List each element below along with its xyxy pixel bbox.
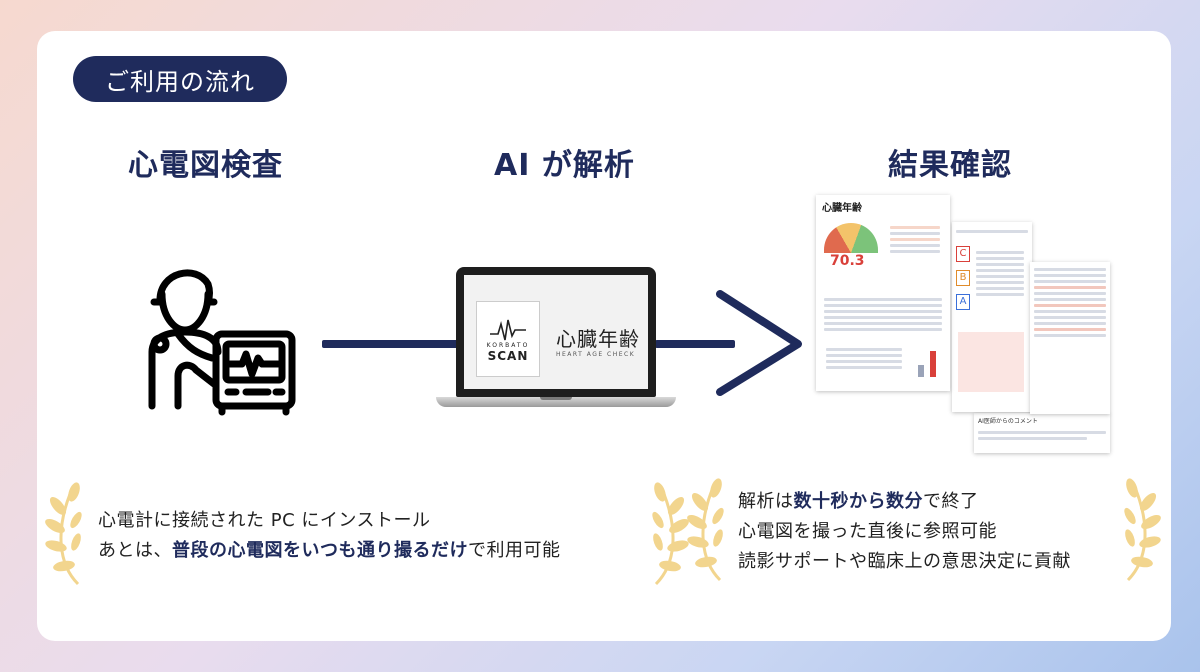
logo-text-top: KORBATO	[486, 341, 530, 349]
report-page-grades: C B A	[952, 222, 1032, 412]
caption-right-line1-post: で終了	[923, 491, 979, 512]
comment-title: AI医師からのコメント	[978, 418, 1038, 425]
grade-a: A	[956, 294, 970, 310]
person-ecg-icon	[148, 269, 296, 416]
caption-left-line2: あとは、普段の心電図をいつも通り撮るだけで利用可能	[98, 536, 561, 566]
laptop-screen: KORBATO SCAN 心臓年齢 HEART AGE CHECK	[456, 267, 656, 397]
caption-left-highlight: 普段の心電図をいつも通り撮るだけ	[172, 540, 468, 561]
laurel-left-2-icon	[687, 478, 724, 582]
grade-b: B	[956, 270, 970, 286]
laurel-right-small-icon	[652, 482, 689, 586]
pulse-logo-icon	[490, 319, 526, 340]
product-name: 心臓年齢	[556, 327, 640, 351]
grade-c: C	[956, 246, 970, 262]
caption-right-line1: 解析は数十秒から数分で終了	[738, 487, 1071, 517]
caption-left-line1: 心電計に接続された PC にインストール	[98, 510, 431, 531]
report-page-advice	[1030, 262, 1110, 414]
step-title-result: 結果確認	[888, 148, 1012, 183]
laurel-right-icon	[1124, 478, 1161, 582]
heart-age-value: 70.3	[830, 253, 865, 269]
product-subtitle: HEART AGE CHECK	[556, 351, 636, 358]
report-page-summary: 心臓年齢 70.3	[816, 195, 950, 391]
flow-arrow-icon	[716, 290, 802, 396]
section-title: ご利用の流れ	[73, 56, 287, 102]
laurel-left-icon	[45, 482, 82, 586]
caption-right-line1-pre: 解析は	[738, 491, 794, 512]
laptop-notch	[540, 397, 572, 400]
caption-right-line2: 心電図を撮った直後に参照可能	[738, 521, 997, 542]
laptop-display: KORBATO SCAN 心臓年齢 HEART AGE CHECK	[464, 275, 648, 389]
korbato-scan-logo: KORBATO SCAN	[476, 301, 540, 377]
step-title-ecg: 心電図検査	[128, 148, 283, 183]
caption-right-line3: 読影サポートや臨床上の意思決定に貢献	[738, 551, 1071, 572]
caption-left-line2-post: で利用可能	[468, 540, 561, 561]
report-title: 心臓年齢	[822, 203, 862, 214]
caption-right: 解析は数十秒から数分で終了 心電図を撮った直後に参照可能 読影サポートや臨床上の…	[738, 487, 1071, 577]
gauge-chart	[824, 223, 878, 253]
caption-left-line2-pre: あとは、	[98, 540, 172, 561]
flow-line-1	[322, 340, 460, 348]
laptop-base	[436, 397, 676, 407]
caption-right-highlight: 数十秒から数分	[793, 491, 923, 512]
step-title-ai: AI が解析	[494, 148, 635, 183]
logo-text-bottom: SCAN	[487, 348, 529, 363]
flow-line-2	[655, 340, 735, 348]
report-page-comment: AI医師からのコメント	[974, 413, 1110, 453]
caption-left: 心電計に接続された PC にインストール あとは、普段の心電図をいつも通り撮るだ…	[98, 506, 561, 566]
